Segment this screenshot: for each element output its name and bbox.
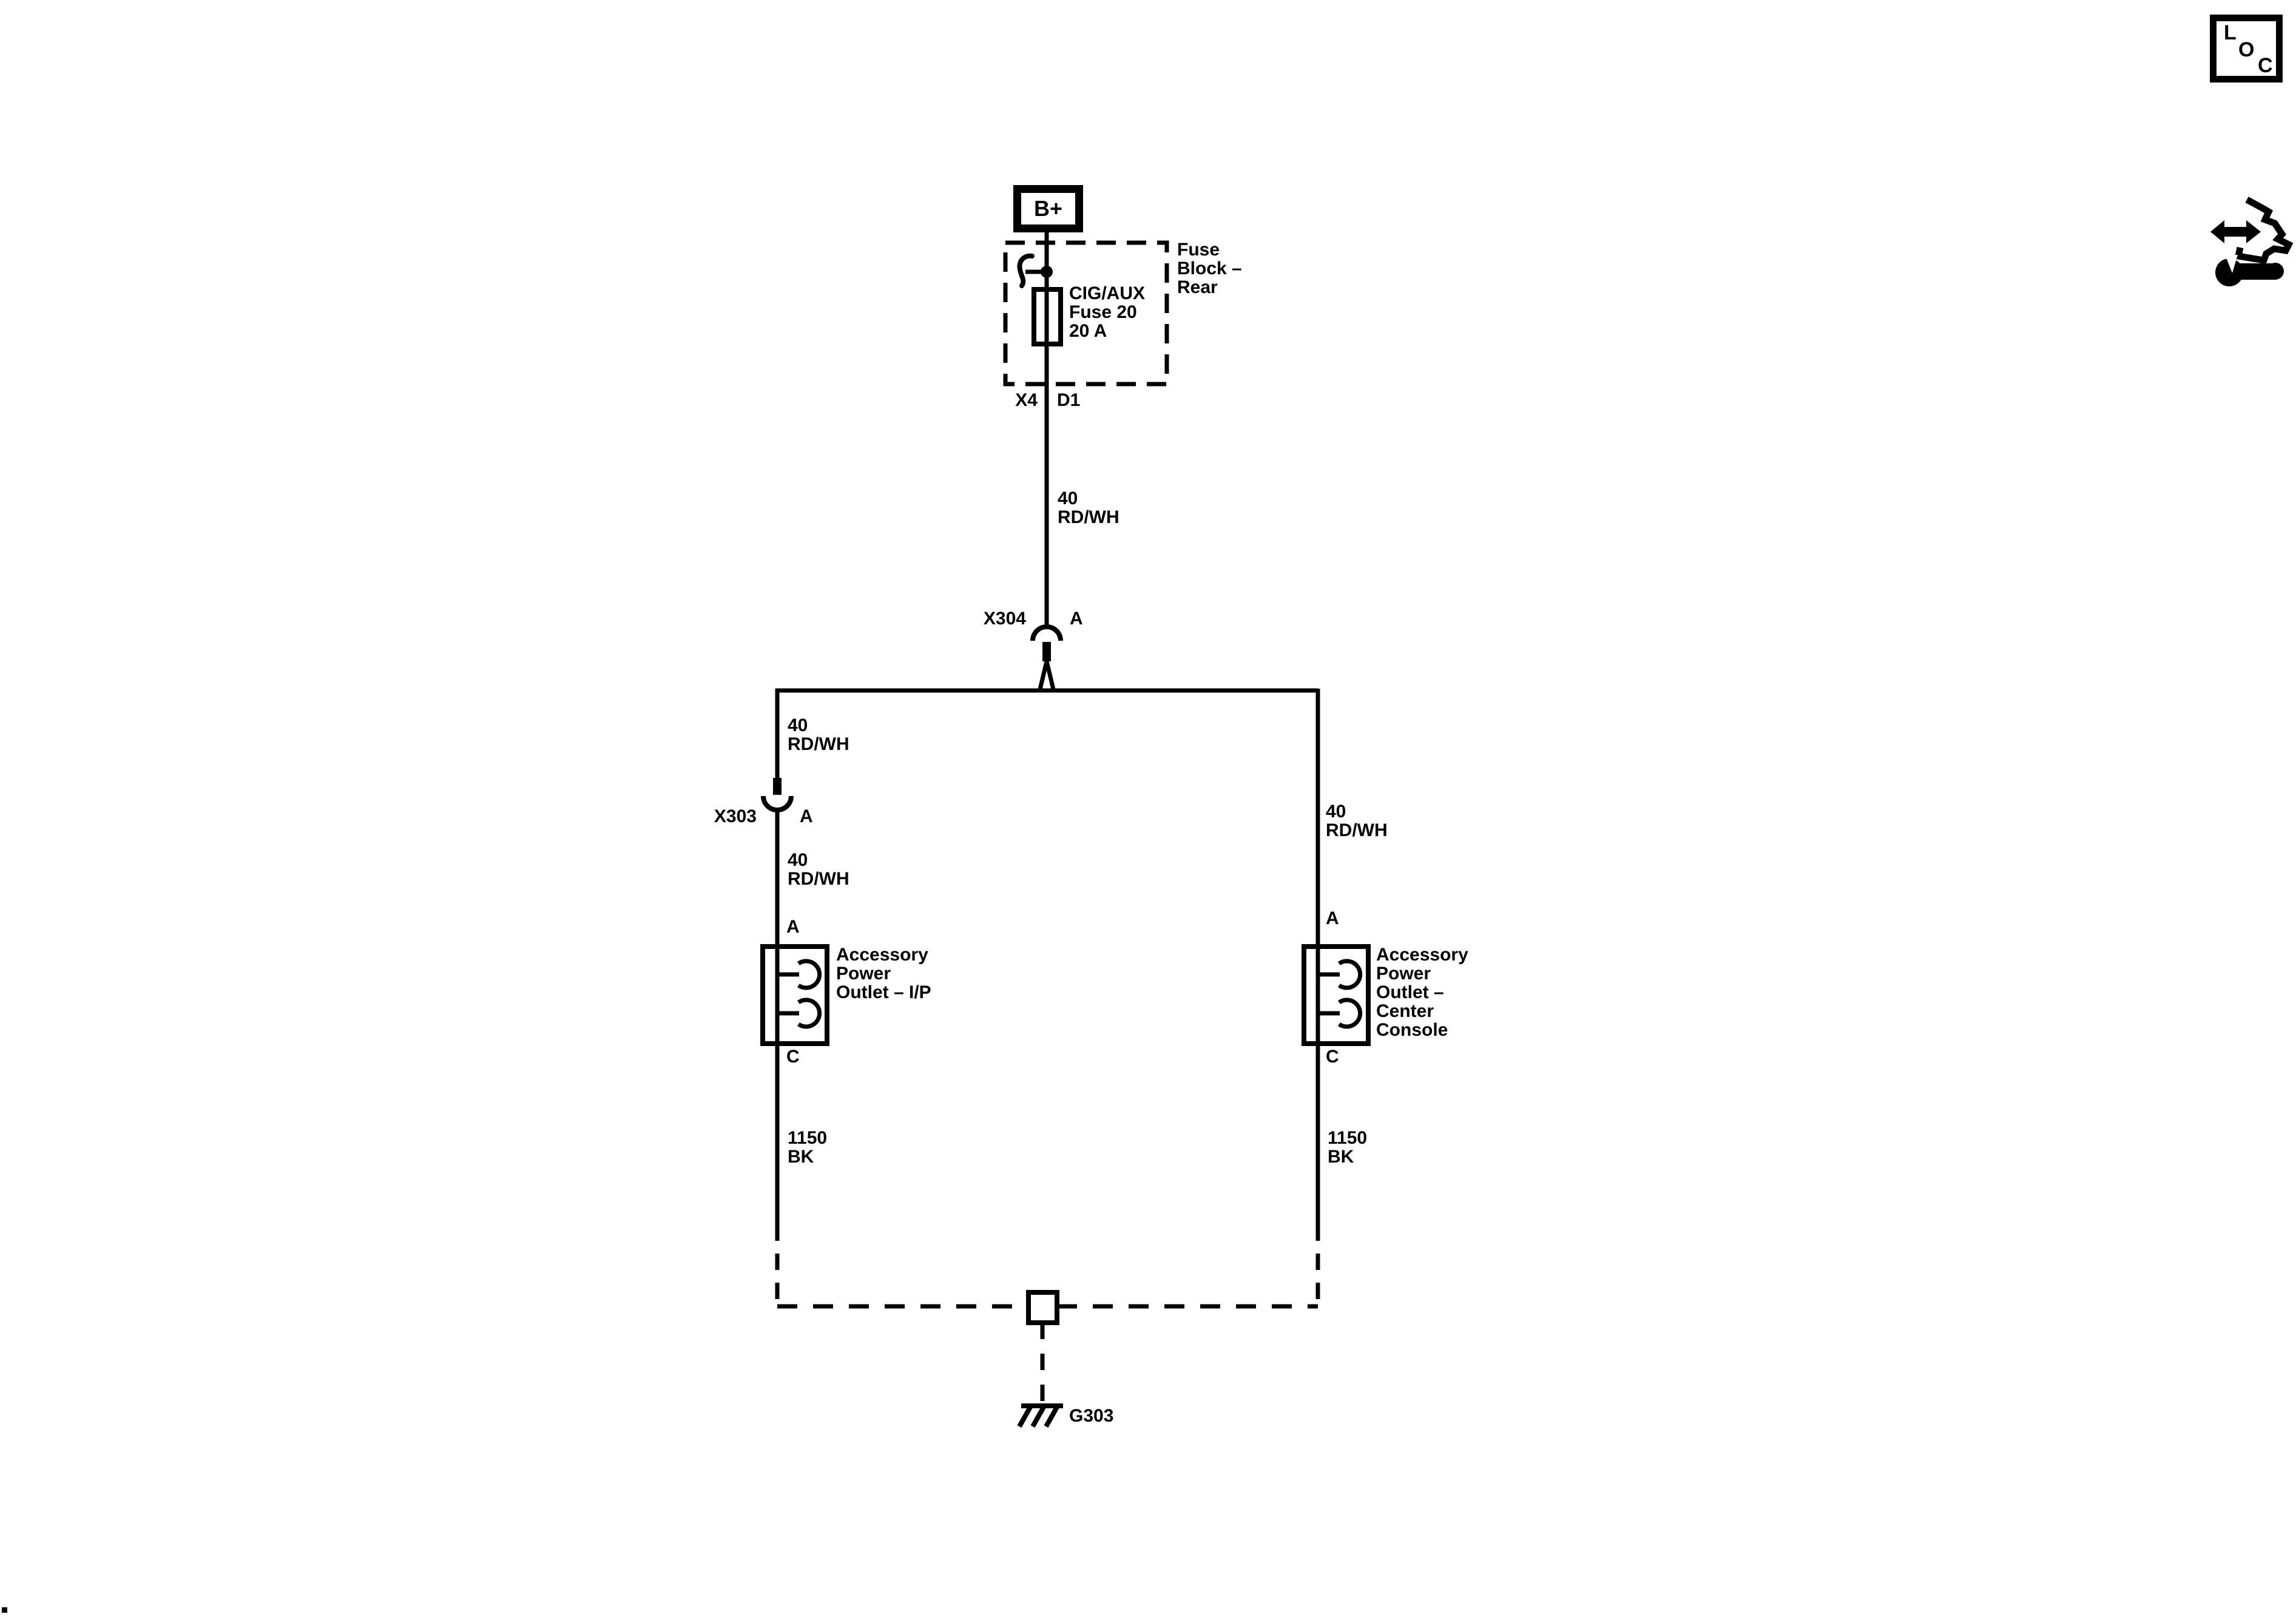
wire-label-right: 40 RD/WH [1326,802,1388,840]
wire-label-right-ground: 1150 BK [1328,1128,1368,1167]
loc-letter-l: L [2224,21,2237,44]
fuse-block-terminal-id: D1 [1057,390,1081,410]
battery-feed-box: B+ [1013,185,1083,232]
outlet-ip-pin-c: C [786,1047,800,1067]
connector-x304-id: X304 [983,609,1026,629]
outlet-ip-name: Accessory Power Outlet – I/P [836,945,931,1002]
fuse-block-connector-id: X4 [1015,390,1038,410]
double-arrow-icon [2210,220,2261,243]
outlet-console-pin-a: A [1326,908,1339,928]
fuse-block-outline [1003,240,1169,387]
fuse-block-bus-clip [1017,253,1053,288]
fuse-block-name: Fuse Block – Rear [1177,240,1242,297]
ground-id: G303 [1069,1406,1114,1426]
service-navigation-icon [2210,197,2294,286]
outlet-ip-pin-a: A [786,917,800,937]
ground-bus [777,1290,1318,1403]
fuse-symbol [1032,287,1063,346]
battery-feed-label: B+ [1033,196,1063,221]
page-corner-mark [2,1607,7,1613]
ground-symbol [1017,1403,1063,1428]
loc-letter-c: C [2258,54,2273,77]
connector-x303-terminal: A [800,806,813,826]
wrench-icon [2215,255,2284,286]
outlet-console-name: Accessory Power Outlet – Center Console [1376,945,1468,1040]
part-contour-icon [2234,197,2294,265]
outlet-console-pin-c: C [1326,1047,1339,1067]
wire-label-left-lower: 40 RD/WH [788,850,849,889]
connector-x303-symbol [761,778,794,812]
wire-label-main: 40 RD/WH [1058,488,1119,527]
loc-letter-o: O [2238,38,2255,61]
connector-x304-symbol [1030,624,1063,690]
fuse-name: CIG/AUX Fuse 20 20 A [1069,283,1146,341]
outlet-center-console-symbol [1302,944,1371,1046]
outlet-ip-symbol [760,944,829,1046]
wire-label-left-upper: 40 RD/WH [788,715,849,754]
connector-x303-id: X303 [714,806,757,826]
connector-x304-terminal: A [1070,609,1083,629]
loc-legend-box: L O C [2210,15,2283,83]
wire-label-left-ground: 1150 BK [788,1128,828,1167]
